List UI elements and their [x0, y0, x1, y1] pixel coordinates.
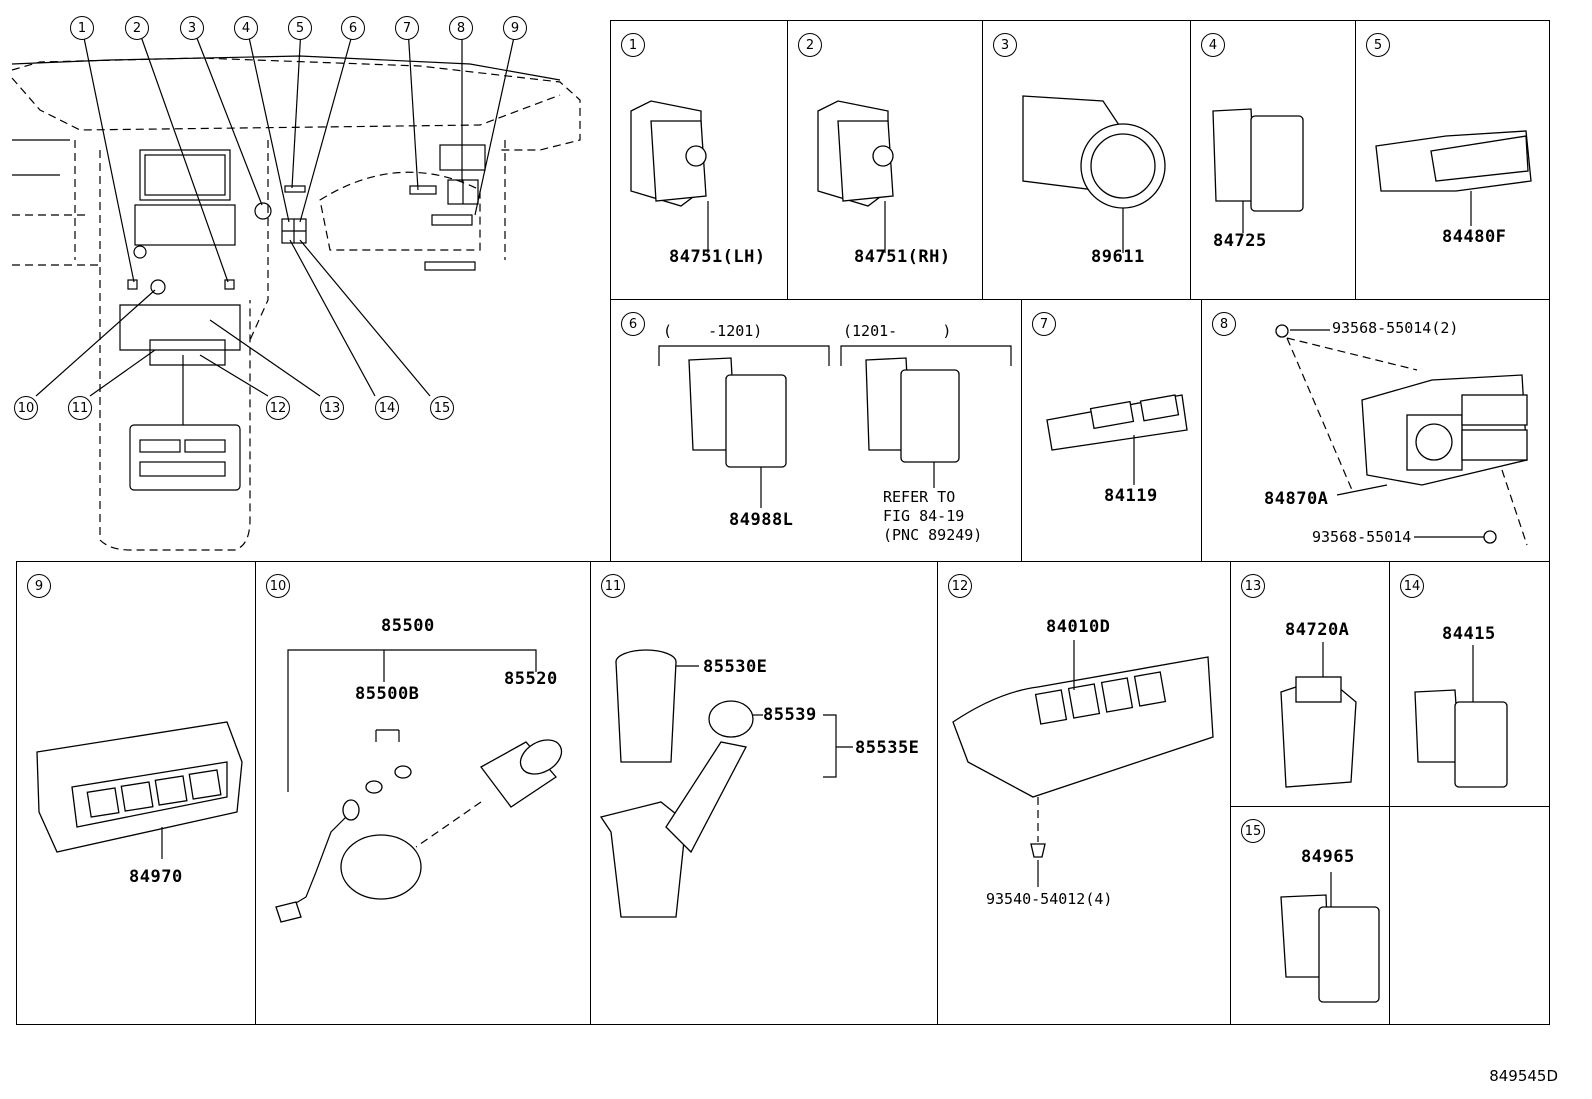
- overview-callout-8: 8: [449, 16, 473, 40]
- overview-callout-4: 4: [234, 16, 258, 40]
- cell-number: 11: [601, 574, 625, 598]
- part-number-85539: 85539: [763, 705, 817, 725]
- part-number-85535e: 85535E: [855, 738, 920, 758]
- cell-number: 7: [1032, 312, 1056, 336]
- cell-number: 1: [621, 33, 645, 57]
- cell-number: 2: [798, 33, 822, 57]
- part-number: 84988L: [729, 510, 794, 530]
- part-number-85530e: 85530E: [703, 657, 768, 677]
- switch-84970-drawing: [36, 721, 243, 859]
- switch-84119-drawing: [1046, 394, 1188, 485]
- part-number: 84480F: [1442, 227, 1507, 247]
- cell-number: 5: [1366, 33, 1390, 57]
- switch-84725-drawing: [1212, 108, 1304, 233]
- part-number: 84119: [1104, 486, 1158, 506]
- drawing-code: 849545D: [1489, 1067, 1558, 1085]
- part-number: 84725: [1213, 231, 1267, 251]
- range-after: (1201- ): [843, 322, 952, 340]
- part-number: 84965: [1301, 847, 1355, 867]
- dashboard-overview-drawing: [11, 27, 581, 551]
- part-number: 84870A: [1264, 489, 1329, 509]
- part-number: 89611: [1091, 247, 1145, 267]
- cell-number: 3: [993, 33, 1017, 57]
- range-before: ( -1201): [663, 322, 763, 340]
- bolt-part-number-lower: 93568-55014: [1312, 528, 1412, 546]
- cell-number: 14: [1400, 574, 1424, 598]
- cell-4: 4 84725: [1190, 20, 1356, 300]
- cell-number: 4: [1201, 33, 1225, 57]
- cell-7: 7 84119: [1021, 299, 1202, 562]
- part-number: 84415: [1442, 624, 1496, 644]
- switch-base-84010d-drawing: [952, 640, 1214, 887]
- cell-15: 15 84965: [1230, 806, 1390, 1025]
- cell-2: 2 84751(RH): [787, 20, 983, 300]
- cell-6: 6 ( -1201) (1201- ) 84988L REFER TO FIG …: [610, 299, 1022, 562]
- cell-empty: [1389, 806, 1550, 1025]
- overview-callout-15: 15: [430, 396, 454, 420]
- part-number: 84751(LH): [669, 247, 766, 267]
- switch-84480f-drawing: [1375, 130, 1532, 226]
- cell-number: 9: [27, 574, 51, 598]
- overview-diagram: 1 2 3 4 5 6 7 8 9 10 11 12 13 14 15: [0, 0, 600, 560]
- cell-12: 12 84010D 93540-54012(4): [937, 561, 1231, 1025]
- cell-1: 1 84751(LH): [610, 20, 788, 300]
- overview-callout-9: 9: [503, 16, 527, 40]
- overview-callout-1: 1: [70, 16, 94, 40]
- switch-84988l-drawing: [658, 345, 1012, 508]
- cell-3: 3 89611: [982, 20, 1191, 300]
- cigarette-lighter-drawing: [599, 649, 853, 918]
- cell-14: 14 84415: [1389, 561, 1550, 807]
- screw-part-number: 93540-54012(4): [986, 890, 1113, 908]
- switch-84720a-drawing: [1280, 642, 1357, 788]
- seat-heater-switch-rh-drawing: [817, 100, 894, 253]
- part-number-85500: 85500: [381, 616, 435, 636]
- part-number: 84720A: [1285, 620, 1350, 640]
- refer-note: REFER TO FIG 84-19 (PNC 89249): [883, 488, 983, 544]
- overview-callout-10: 10: [14, 396, 38, 420]
- cell-8: 8 93568-55014(2) 84870A 93568-55014: [1201, 299, 1550, 562]
- part-number: 84751(RH): [854, 247, 951, 267]
- overview-callout-3: 3: [180, 16, 204, 40]
- cell-number: 15: [1241, 819, 1265, 843]
- bolt-part-number-upper: 93568-55014(2): [1332, 319, 1459, 337]
- cell-5: 5 84480F: [1355, 20, 1550, 300]
- part-number: 84970: [129, 867, 183, 887]
- overview-callout-2: 2: [125, 16, 149, 40]
- cell-10: 10 85500 85500B 85520: [255, 561, 591, 1025]
- overview-callout-14: 14: [375, 396, 399, 420]
- switch-84965-drawing: [1280, 872, 1380, 1003]
- part-number-85520: 85520: [504, 669, 558, 689]
- overview-callout-7: 7: [395, 16, 419, 40]
- socket-85500-drawing: [275, 649, 563, 923]
- part-number-84010d: 84010D: [1046, 617, 1111, 637]
- overview-callout-11: 11: [68, 396, 92, 420]
- cell-number: 10: [266, 574, 290, 598]
- seat-heater-switch-lh-drawing: [630, 100, 709, 253]
- cell-9: 9 84970: [16, 561, 256, 1025]
- cell-13: 13 84720A: [1230, 561, 1390, 807]
- cell-number: 6: [621, 312, 645, 336]
- overview-callout-13: 13: [320, 396, 344, 420]
- part-number-85500b: 85500B: [355, 684, 420, 704]
- engine-start-button-drawing: [1022, 95, 1166, 253]
- cell-number: 8: [1212, 312, 1236, 336]
- overview-callout-5: 5: [288, 16, 312, 40]
- switch-84870a-drawing: [1275, 324, 1528, 546]
- cell-number: 13: [1241, 574, 1265, 598]
- switch-84415-drawing: [1414, 645, 1508, 788]
- overview-callout-12: 12: [266, 396, 290, 420]
- overview-callout-6: 6: [341, 16, 365, 40]
- cell-11: 11 85530E 85539 85535E: [590, 561, 938, 1025]
- cell-number: 12: [948, 574, 972, 598]
